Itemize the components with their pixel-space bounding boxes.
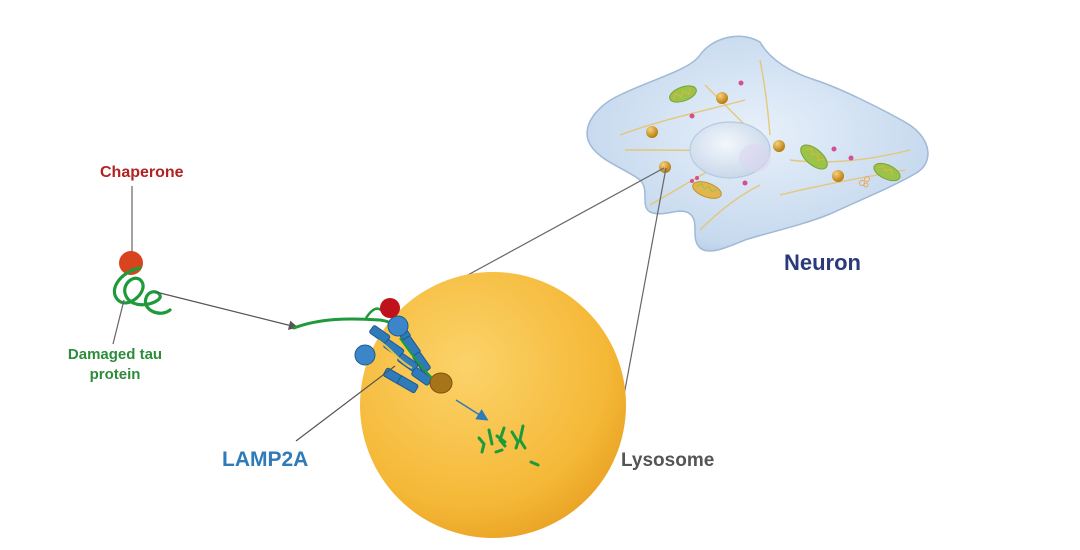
neuron-lysosome-dots xyxy=(646,92,844,182)
mitochondria-icons xyxy=(669,85,901,199)
tangled-tau-protein-icon xyxy=(112,266,172,315)
lamp2a-receptor-icon xyxy=(292,298,453,394)
tau-pointer-line xyxy=(112,299,125,345)
nucleolus-icon xyxy=(739,144,771,172)
lysosome-label: Lysosome xyxy=(621,450,715,471)
chaperone-label: Chaperone xyxy=(100,164,184,181)
zoom-lines xyxy=(454,167,667,407)
delivery-arrow xyxy=(155,291,299,330)
degraded-tau-fragments-icon xyxy=(477,424,540,467)
damaged-tau-label-line1: Damaged tau xyxy=(67,346,163,363)
neuron-label: Neuron xyxy=(784,250,861,275)
degradation-arrow xyxy=(455,399,489,421)
neuron-cell-icon xyxy=(586,35,929,252)
small-organelle-icons xyxy=(859,176,870,188)
lamp2a-pointer-line xyxy=(295,365,396,442)
chaperone-tau-complex xyxy=(112,186,299,345)
vesicle-icons xyxy=(689,80,854,186)
damaged-tau-label-line2: protein xyxy=(89,366,141,383)
lysosome-circle-icon xyxy=(360,272,626,538)
damaged-tau-label: Damaged tau protein xyxy=(40,345,190,385)
lamp2a-label: LAMP2A xyxy=(222,448,309,471)
